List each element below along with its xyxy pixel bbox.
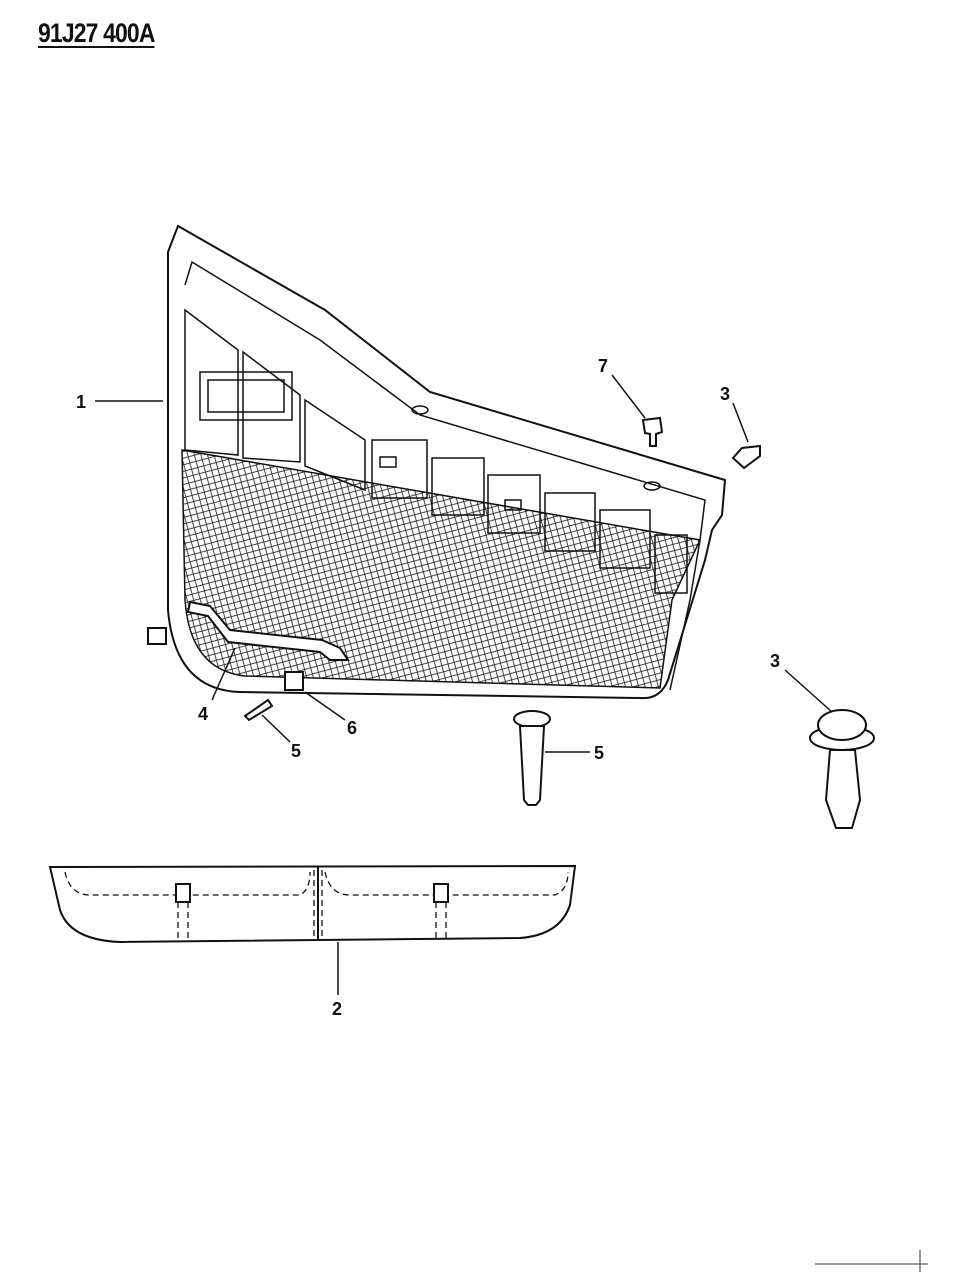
push-pin-retainer — [809, 709, 875, 829]
callout-1: 1 — [76, 392, 86, 412]
fastener-upper — [731, 444, 761, 470]
callout-5-large: 5 — [594, 743, 604, 763]
small-screw — [243, 698, 274, 722]
clip — [641, 416, 664, 447]
grab-handle — [186, 600, 350, 661]
diagram-reference-code: 91J27 400A — [38, 18, 155, 48]
door-trim-panel — [167, 224, 727, 700]
clip-nut — [284, 671, 304, 691]
clip-nut-left — [147, 627, 167, 645]
callout-3-upper: 3 — [720, 384, 730, 404]
large-screw — [513, 710, 551, 806]
callout-5-small: 5 — [291, 741, 301, 761]
storage-pouch — [48, 864, 577, 944]
callout-7: 7 — [598, 356, 608, 376]
callout-2: 2 — [332, 999, 342, 1019]
callout-4: 4 — [198, 704, 208, 724]
callout-6: 6 — [347, 718, 357, 738]
callout-3-lower: 3 — [770, 651, 780, 671]
corner-mark — [815, 1250, 928, 1272]
